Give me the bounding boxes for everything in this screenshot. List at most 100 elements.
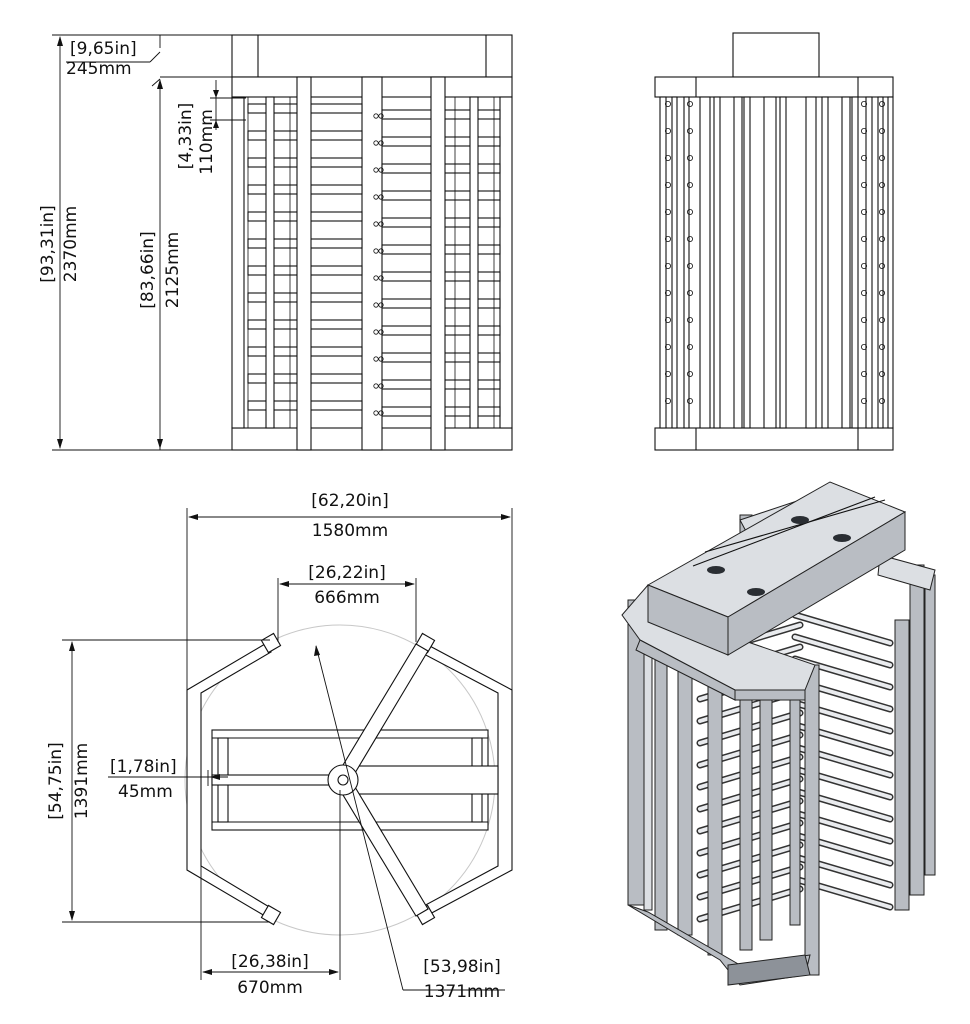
side-bar-end	[861, 397, 868, 404]
side-bar-end	[687, 101, 694, 108]
side-bar-end	[879, 316, 886, 323]
side-bar-end	[879, 154, 886, 161]
side-bar-end	[665, 316, 672, 323]
plan-rotor-arm-right	[339, 765, 499, 795]
plan-width-in-label: [62,20in]	[311, 491, 388, 511]
front-bar-bolt	[373, 275, 379, 281]
side-bar-end	[861, 127, 868, 134]
side-top-housing	[732, 32, 820, 78]
side-post	[779, 96, 787, 429]
side-bar-end	[687, 181, 694, 188]
side-post	[671, 96, 678, 429]
iso-bar-highlight	[793, 613, 892, 645]
side-bar-end	[687, 316, 694, 323]
side-bar-end	[687, 397, 694, 404]
front-bar-bolt	[378, 410, 384, 416]
side-bar-end	[861, 262, 868, 269]
front-gap-mm-label: 110mm	[197, 109, 217, 175]
side-post	[805, 96, 817, 429]
front-total-mm-label: 2370mm	[61, 206, 81, 282]
side-bar-end	[879, 397, 886, 404]
side-bar-end	[879, 101, 886, 108]
side-bar-end	[861, 181, 868, 188]
plan-half-mm-label: 670mm	[237, 978, 303, 998]
side-bar-end	[687, 370, 694, 377]
side-bar-end	[861, 289, 868, 296]
side-bar-end	[665, 154, 672, 161]
side-bar-end	[861, 316, 868, 323]
plan-open-in-label: [26,22in]	[308, 563, 385, 583]
side-bar-end	[861, 154, 868, 161]
side-bar-end	[687, 154, 694, 161]
front-rotor-shaft	[361, 76, 383, 451]
side-post	[659, 96, 667, 429]
front-bar-bolt	[373, 329, 379, 335]
side-post	[877, 96, 884, 429]
front-left-post	[231, 96, 245, 429]
side-post	[821, 96, 829, 429]
front-bar-bolt	[373, 302, 379, 308]
side-post	[743, 96, 751, 429]
isometric-render-view	[621, 481, 936, 986]
side-post	[841, 96, 851, 429]
side-bar-end	[879, 235, 886, 242]
front-inner-post-left	[296, 76, 312, 451]
side-bar-end	[861, 343, 868, 350]
side-bar-end	[687, 343, 694, 350]
front-bar-bolt	[378, 302, 384, 308]
front-bar-bolt	[373, 410, 379, 416]
plan-depth-in-label: [54,75in]	[46, 742, 66, 819]
front-bar-bolt	[373, 140, 379, 146]
plan-rotor-hub	[327, 764, 359, 796]
side-bar-end	[665, 235, 672, 242]
front-bar-bolt	[373, 113, 379, 119]
side-bar-end	[879, 181, 886, 188]
side-bar-end	[879, 289, 886, 296]
side-bar-end	[687, 289, 694, 296]
plan-open-mm-label: 666mm	[314, 588, 380, 608]
side-bar-end	[879, 262, 886, 269]
side-post	[733, 96, 743, 429]
front-elevation-view	[231, 34, 513, 451]
side-bar-end	[665, 127, 672, 134]
front-top-housing	[231, 34, 513, 78]
side-bar-end	[861, 208, 868, 215]
side-post	[683, 96, 690, 429]
front-inner-post-right	[430, 76, 446, 451]
plan-offset-in-label: [1,78in]	[110, 757, 177, 777]
side-bar-end	[665, 208, 672, 215]
iso-bar-highlight	[793, 635, 892, 667]
front-body-in-label: [83,66in]	[138, 231, 158, 308]
plan-depth-mm-label: 1391mm	[72, 743, 92, 819]
front-dimensions: [9,65in] 245mm [93,31in] 2370mm [4,33in]…	[38, 34, 246, 451]
side-bar-end	[665, 181, 672, 188]
front-bar-bolt	[378, 356, 384, 362]
side-bar-end	[665, 289, 672, 296]
side-post	[713, 96, 721, 429]
side-post	[851, 96, 859, 429]
front-bar-bolt	[378, 113, 384, 119]
side-bar-end	[665, 343, 672, 350]
side-bar-end	[687, 262, 694, 269]
side-top-beam	[654, 76, 894, 98]
front-top-in-label: [9,65in]	[70, 39, 137, 59]
side-bar-end	[861, 235, 868, 242]
front-bar-bolt	[373, 167, 379, 173]
front-total-in-label: [93,31in]	[38, 205, 58, 282]
side-post	[865, 96, 873, 429]
side-bar-end	[665, 262, 672, 269]
front-bar-bolt	[378, 383, 384, 389]
side-bar-end	[665, 370, 672, 377]
plan-half-in-label: [26,38in]	[231, 952, 308, 972]
side-bar-end	[687, 235, 694, 242]
plan-top-view: [62,20in] 1580mm [26,22in] 666mm [54,75i…	[46, 491, 513, 1002]
front-bar-bolt	[373, 383, 379, 389]
front-top-mm-label: 245mm	[66, 59, 132, 79]
plan-offset-mm-label: 45mm	[118, 782, 173, 802]
plan-dia-mm-label: 1371mm	[424, 982, 500, 1002]
plan-width-mm-label: 1580mm	[312, 521, 388, 541]
front-bar-bolt	[378, 167, 384, 173]
side-bar-end	[687, 127, 694, 134]
front-bar-bolt	[378, 140, 384, 146]
plan-dia-in-label: [53,98in]	[423, 957, 500, 977]
